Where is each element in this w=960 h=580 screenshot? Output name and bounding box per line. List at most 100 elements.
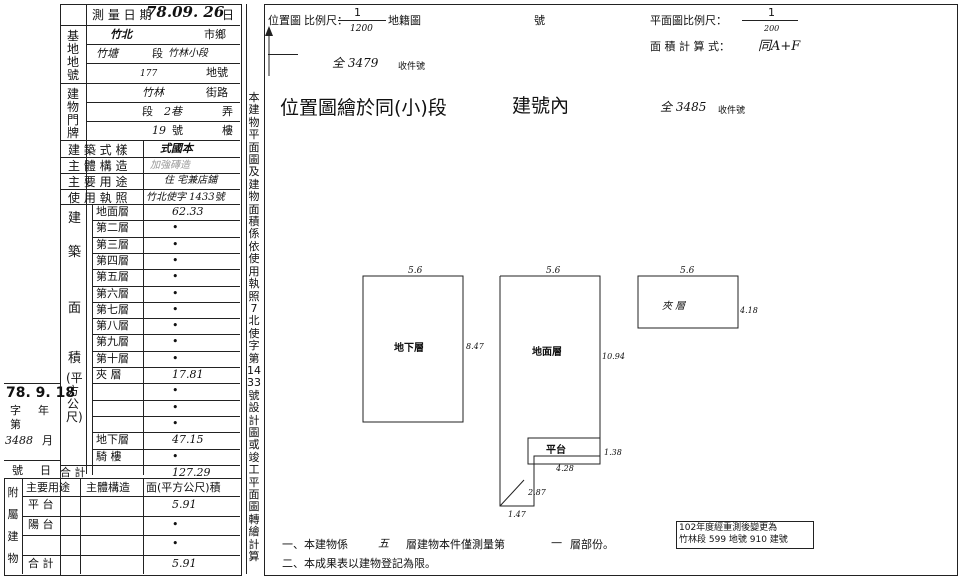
mz-height: 4.18	[740, 306, 758, 315]
gf-width: 5.6	[546, 266, 561, 276]
door-no-value: 19	[152, 124, 166, 137]
area-label-e: (平方公尺)	[66, 371, 83, 424]
b1-height: 8.47	[466, 342, 484, 351]
stamp-zi: 字	[10, 404, 21, 417]
area-label-b: 築	[68, 245, 82, 260]
base-lot-value: 177	[140, 69, 158, 79]
base-lot-label: 基地地號	[66, 29, 79, 82]
main-note-2: 建號內	[512, 95, 570, 117]
floor-value: •	[172, 270, 179, 284]
area-label-c: 面	[68, 301, 82, 316]
floor-name: 地下層	[96, 433, 129, 447]
platform-plan	[527, 437, 601, 465]
note-1a: 一、本建物係	[282, 538, 348, 551]
floor-name: 第三層	[96, 237, 129, 251]
floor-value: 17.81	[172, 368, 204, 381]
base-section-label: 段	[152, 47, 163, 60]
receipt-1: 全 3479	[332, 56, 379, 70]
note-1d: 一	[550, 537, 561, 550]
floor-name: 合 計	[60, 465, 86, 479]
stamp-hao: 號	[12, 464, 23, 477]
floor-name: 騎 樓	[96, 449, 122, 463]
door-lane-value: 2巷	[164, 105, 182, 118]
stamp-no: 3488	[5, 434, 33, 447]
attached-use: 合 計	[28, 556, 54, 570]
door-street-value: 竹林	[142, 86, 164, 99]
floor-name: 第九層	[96, 335, 129, 349]
attached-value: •	[172, 537, 179, 550]
floor-value: •	[172, 253, 179, 267]
floor-name: 夾 層	[96, 368, 122, 381]
stamp-di: 第	[10, 418, 21, 431]
attached-value: •	[172, 517, 179, 531]
attr-struct-value: 加強磚造	[150, 160, 190, 171]
attr-style-label: 建 築 式 樣	[68, 143, 128, 157]
door-street-label: 街路	[206, 86, 228, 99]
platform-width: 4.28	[556, 464, 574, 473]
floor-value: •	[172, 416, 179, 430]
area-label-a: 建	[68, 211, 82, 226]
stamp-date: 78. 9. 18	[6, 385, 76, 401]
platform-height: 1.38	[604, 448, 622, 457]
floor-name: 地面層	[96, 205, 129, 218]
formula-value: 同A+F	[758, 39, 801, 54]
floor-value: •	[172, 384, 179, 398]
pos-label: 位置圖	[268, 14, 301, 27]
scale-num: 1	[354, 6, 361, 19]
stamp-nian: 年	[38, 404, 49, 417]
basement-plan	[362, 275, 464, 423]
door-label: 建物門牌	[66, 87, 79, 140]
revision-line-1: 102年度經重測後變更為	[679, 523, 778, 533]
attr-permit-value: 竹北使字 1433號	[146, 192, 225, 203]
attr-permit-label: 使 用 執 照	[68, 191, 128, 205]
floor-name: 第十層	[96, 351, 129, 365]
scale-label: 比例尺：	[304, 14, 348, 27]
plan-scale-label: 平面圖比例尺：	[650, 14, 727, 27]
floor-value: •	[172, 221, 179, 235]
survey-date-label: 測 量 日 期	[92, 8, 152, 22]
revision-stamp: 102年度經重測後變更為 竹林段 599 地號 910 建號	[676, 521, 814, 549]
floor-name: 第八層	[96, 319, 129, 333]
floor-value: 47.15	[172, 433, 204, 447]
attached-h-struct: 主體構造	[86, 481, 130, 494]
floor-plans	[362, 275, 739, 507]
revision-line-2: 竹林段 599 地號 910 建號	[679, 535, 788, 545]
b1-label: 地下層	[394, 343, 424, 354]
small-dim-b: 1.47	[508, 510, 526, 519]
area-label-d: 積	[68, 351, 82, 366]
floor-value: •	[172, 302, 179, 316]
gf-label: 地面層	[532, 347, 562, 358]
attached-h-area: 面(平方公尺)積	[146, 481, 221, 494]
attached-frame	[4, 478, 242, 576]
attached-use: 平 台	[28, 498, 54, 511]
floor-value: •	[172, 449, 179, 463]
platform-label: 平台	[546, 445, 566, 456]
right-frame	[264, 4, 958, 576]
attached-value: 5.91	[172, 498, 197, 511]
attr-struct-label: 主 體 構 造	[68, 159, 128, 173]
small-dim-a: 2.87	[528, 488, 546, 497]
attached-side-label: 附屬建物	[7, 486, 19, 565]
floor-name: 第五層	[96, 270, 129, 284]
floor-value: •	[172, 335, 179, 349]
cad-hao: 號	[534, 14, 545, 27]
receipt-2: 全 3485	[660, 100, 707, 114]
attached-h-use: 主要用途	[26, 481, 70, 494]
base-lot-unit: 地號	[206, 66, 228, 79]
attr-use-label: 主 要 用 途	[68, 175, 128, 189]
base-city-value: 竹北	[110, 28, 132, 41]
north-arrow-icon	[265, 26, 273, 76]
b1-width: 5.6	[408, 266, 423, 276]
ground-plan	[499, 275, 601, 507]
survey-date-value: 78.09. 26	[146, 3, 225, 21]
floor-value: •	[172, 400, 179, 414]
floor-name: 第二層	[96, 221, 129, 235]
stamp-month: 月	[42, 434, 53, 447]
attr-use-value: 住 宅兼店鋪	[164, 175, 218, 186]
base-section-value: 竹塘	[96, 47, 118, 60]
note-2: 二、本成果表以建物登記為限。	[282, 557, 436, 570]
door-sec-label: 段	[142, 105, 153, 118]
door-lane-label: 弄	[222, 105, 233, 118]
floor-name: 第四層	[96, 253, 129, 267]
floor-value: 127.29	[172, 465, 211, 479]
